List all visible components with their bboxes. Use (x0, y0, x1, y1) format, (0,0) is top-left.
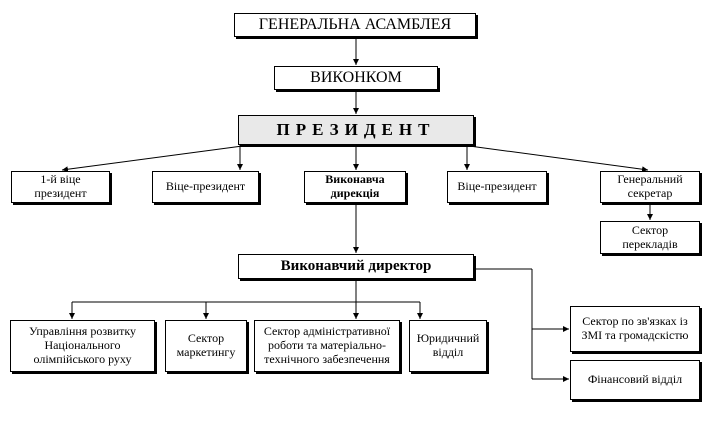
finance-department-box: Фінансовий відділ (570, 360, 700, 400)
executive-directorate-box: Виконавча дирекція (304, 171, 406, 203)
legal-department-box: Юридичний відділ (409, 320, 487, 372)
vice-president-left-box: Віце-президент (152, 171, 259, 203)
general-secretary-box: Генеральний секретар (600, 171, 700, 203)
marketing-sector-box: Сектор маркетингу (165, 320, 247, 372)
president-box: ПРЕЗИДЕНТ (238, 115, 474, 145)
first-vice-president-box: 1-й віце президент (11, 171, 110, 203)
admin-sector-box: Сектор адміністративної роботи та матері… (254, 320, 400, 372)
executive-committee-box: ВИКОНКОМ (274, 66, 438, 90)
media-relations-sector-box: Сектор по зв'язках із ЗМІ та громадскіст… (570, 306, 700, 352)
translation-sector-box: Сектор перекладів (600, 221, 700, 254)
olympic-movement-department-box: Управління розвитку Національного олімпі… (10, 320, 155, 372)
general-assembly-box: ГЕНЕРАЛЬНА АСАМБЛЕЯ (234, 13, 476, 37)
vice-president-right-box: Віце-президент (447, 171, 547, 203)
executive-director-box: Виконавчий директор (238, 254, 474, 279)
